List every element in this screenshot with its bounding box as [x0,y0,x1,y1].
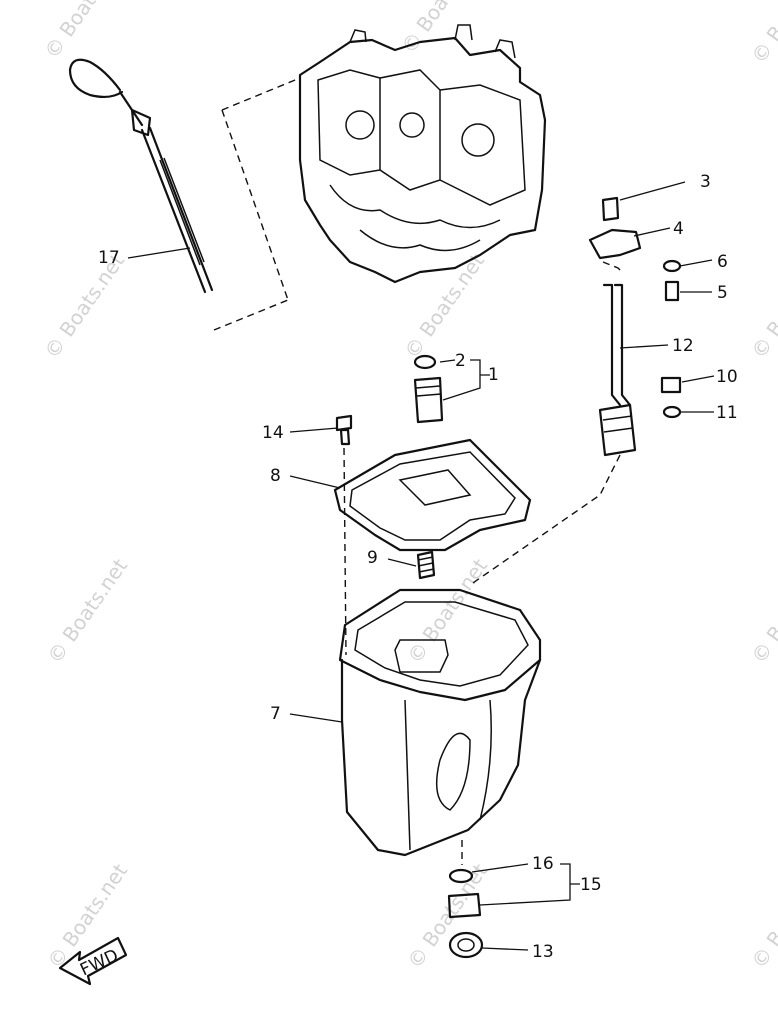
watermark: © Boats.net [396,0,486,58]
watermark: © Boats.net [746,0,778,68]
callout-2: 2 [455,351,466,371]
callout-11: 11 [716,403,738,423]
gasket-part-8 [333,438,532,552]
dipstick-part-17 [68,58,301,331]
callout-13: 13 [532,942,554,962]
insert-part-9 [416,550,436,580]
watermark: © Boats.net [399,249,489,363]
callout-12: 12 [672,336,694,356]
watermark: © Boats.net [42,554,132,668]
engine-block-drawing [298,24,547,284]
callout-labels: 1 2 3 4 5 6 7 8 9 10 11 12 13 14 15 16 1… [98,172,738,962]
callout-9: 9 [367,548,378,568]
oil-pan-part-7 [338,588,542,857]
callout-4: 4 [673,219,684,239]
callout-14: 14 [262,423,284,443]
callout-16: 16 [532,854,554,874]
watermark: © Boats.net [746,249,778,363]
callout-3: 3 [700,172,711,192]
callout-10: 10 [716,367,738,387]
leader-lines [127,181,715,951]
fwd-label: FWD [77,946,121,981]
callout-17: 17 [98,248,120,268]
watermark: © Boats.net [746,859,778,973]
callout-7: 7 [270,704,281,724]
drain-plug-parts-13-15-16 [447,840,484,959]
watermark: © Boats.net [39,0,129,63]
callout-8: 8 [270,466,281,486]
callout-6: 6 [717,252,728,272]
oil-strainer-part-1 [413,354,444,424]
callout-1: 1 [488,365,499,385]
watermark: © Boats.net [746,554,778,668]
callout-5: 5 [717,283,728,303]
callout-15: 15 [580,875,602,895]
pickup-tube-part-12 [469,196,642,586]
